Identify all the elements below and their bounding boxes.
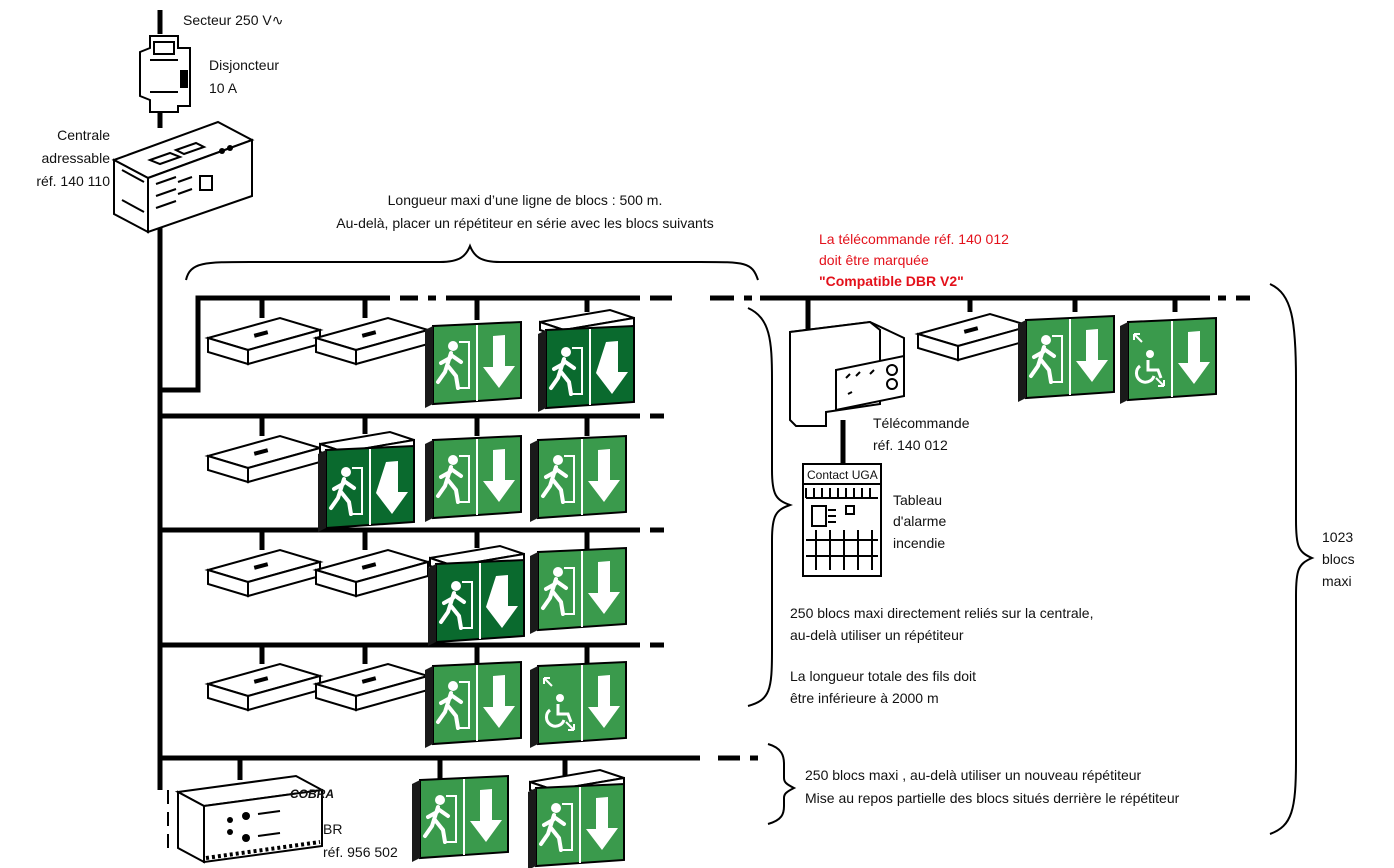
exit-sign-icon [528, 434, 628, 524]
remote-control-icon [789, 320, 905, 427]
exit-sign-icon [526, 782, 626, 868]
exit-sign-icon [536, 324, 636, 414]
repeater-icon: COBRA [167, 774, 334, 864]
br-label-2: réf. 956 502 [323, 844, 398, 860]
total-brace [1269, 283, 1315, 835]
breaker-label-2: 10 A [209, 80, 238, 96]
exit-sign-icon [528, 546, 628, 636]
central-label-3: réf. 140 110 [36, 173, 110, 189]
ceiling-light-icon [207, 435, 321, 483]
br-label-1: BR [323, 821, 342, 837]
ceiling-light-icon [207, 317, 321, 365]
rows-brace [747, 307, 793, 707]
remote-note-3: "Compatible DBR V2" [819, 273, 964, 289]
alarm-label-3: incendie [893, 535, 945, 551]
central-label-2: adressable [42, 150, 111, 166]
alarm-label-1: Tableau [893, 492, 942, 508]
exit-sign-icon [423, 434, 523, 524]
contact-label: Contact UGA [807, 468, 878, 482]
central-unit-icon [111, 120, 255, 234]
alarm-label-2: d'alarme [893, 513, 946, 529]
line-length-brace [185, 243, 759, 281]
ceiling-light-icon [917, 313, 1031, 361]
accessible-exit-icon [528, 660, 628, 750]
repeater-note-1: 250 blocs maxi , au-delà utiliser un nou… [805, 767, 1142, 783]
line-length-label-2: Au-delà, placer un répétiteur en série a… [336, 215, 713, 231]
max-label-2: blocs [1322, 551, 1355, 567]
exit-sign-icon [316, 444, 416, 534]
bus-lines [160, 295, 1250, 780]
remote-note-2: doit être marquée [819, 252, 929, 268]
central-label-1: Centrale [57, 127, 110, 143]
exit-sign-icon [426, 558, 526, 648]
cobra-logo: COBRA [290, 787, 334, 801]
total-note-2: être inférieure à 2000 m [790, 690, 939, 706]
ceiling-light-icon [207, 663, 321, 711]
breaker-label-1: Disjoncteur [209, 57, 279, 73]
ceiling-light-icon [315, 317, 429, 365]
circuit-breaker-icon [139, 35, 191, 113]
direct-note-1: 250 blocs maxi directement reliés sur la… [790, 605, 1093, 621]
total-note-1: La longueur totale des fils doit [790, 668, 976, 684]
ceiling-light-icon [315, 549, 429, 597]
fire-alarm-panel-icon [802, 463, 882, 577]
repeater-brace [767, 743, 797, 825]
exit-sign-icon [1016, 314, 1116, 404]
exit-sign-icon [423, 660, 523, 750]
accessible-exit-icon [1118, 316, 1218, 406]
exit-sign-icon [410, 774, 510, 864]
repeater-note-2: Mise au repos partielle des blocs situés… [805, 790, 1180, 806]
ceiling-light-icon [315, 663, 429, 711]
direct-note-2: au-delà utiliser un répétiteur [790, 627, 964, 643]
line-length-label-1: Longueur maxi d’une ligne de blocs : 500… [388, 192, 663, 208]
max-label-1: 1023 [1322, 529, 1353, 545]
exit-sign-icon [423, 320, 523, 410]
mains-label: Secteur 250 V∿ [183, 12, 283, 28]
ceiling-light-icon [207, 549, 321, 597]
remote-label-2: réf. 140 012 [873, 437, 948, 453]
max-label-3: maxi [1322, 573, 1352, 589]
remote-note-1: La télécommande réf. 140 012 [819, 231, 1009, 247]
remote-label-1: Télécommande [873, 415, 970, 431]
